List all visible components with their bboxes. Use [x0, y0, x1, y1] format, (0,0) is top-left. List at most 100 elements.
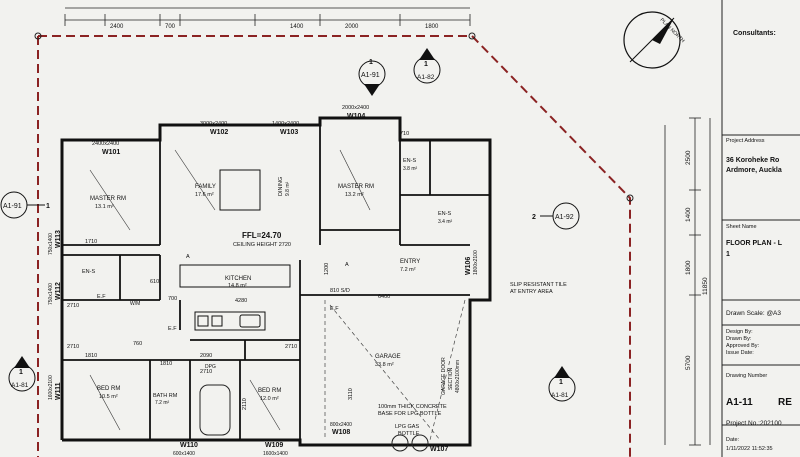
dim-610: 610: [150, 279, 159, 285]
window-w105-size: 710: [400, 131, 409, 137]
window-w111-size: 1600x2100: [48, 375, 54, 400]
window-w102-size: 3000x2400: [200, 121, 227, 127]
window-w106: W106: [465, 257, 472, 275]
section-marker-a192: 2 A1-92: [532, 202, 580, 230]
approved-by: Approved By:: [726, 343, 760, 349]
issue-date: Issue Date:: [726, 350, 754, 356]
sheet-name-line1: FLOOR PLAN - L: [726, 240, 782, 247]
svg-text:1: 1: [424, 61, 428, 68]
project-address-label: Project Address: [726, 138, 765, 144]
window-w104-size: 2000x2400: [342, 105, 369, 111]
boundary-peg-2: [468, 32, 476, 40]
garage-door-note-2: SECTION: [448, 367, 454, 390]
top-dim-1: 2400: [110, 24, 124, 30]
window-w108-size: 800x2400: [330, 422, 352, 428]
title-block-frame: [721, 0, 800, 457]
section-marker-a181-left: 1 A1-81: [8, 356, 36, 392]
room-kitchen-name: KITCHEN: [225, 276, 251, 282]
window-w101-size: 2400x2400: [92, 141, 119, 147]
drawn-scale: Drawn Scale: @A3: [726, 310, 782, 317]
window-w109: W109: [265, 442, 283, 449]
right-dim-4: 5700: [685, 355, 692, 370]
dim-2710-a: 2710: [67, 303, 79, 309]
dim-1200: 1200: [324, 263, 330, 275]
room-ens1-area: 3.8 m²: [403, 166, 418, 172]
svg-text:A1-81: A1-81: [551, 392, 569, 399]
svg-text:A1-92: A1-92: [555, 214, 574, 221]
right-total-dim: 11850: [702, 277, 709, 295]
concrete-note-2: BASE FOR LPG BOTTLE: [378, 411, 442, 417]
dim-1810-a: 1810: [85, 353, 97, 359]
window-labels: 2400x2400 W101 3000x2400 W102 1400x2400 …: [48, 105, 479, 457]
room-bath-name: BATH RM: [153, 393, 178, 399]
garage-lines: [324, 299, 466, 441]
drawing-number-label: Drawing Number: [726, 373, 768, 379]
svg-text:A1-91: A1-91: [361, 72, 380, 79]
project-address-line2: Ardmore, Auckla: [726, 167, 782, 174]
date-label: Date:: [726, 437, 740, 443]
window-w112: W112: [55, 282, 62, 300]
right-dim-2: 1400: [685, 207, 692, 222]
svg-text:1: 1: [19, 369, 23, 376]
dim-3110: 3110: [348, 388, 354, 400]
window-w107: W107: [430, 446, 448, 453]
top-dim-5: 1800: [425, 24, 439, 30]
boundary-peg-1: [34, 32, 42, 40]
a-label-2: A: [345, 262, 349, 268]
svg-text:1: 1: [46, 203, 50, 210]
lpg-note-2: BOTTLE: [398, 431, 420, 437]
window-w103: W103: [280, 129, 298, 136]
room-garage-area: 33.8 m²: [375, 362, 394, 368]
drawing-number: A1-11: [726, 397, 753, 408]
window-w108: W108: [332, 429, 350, 436]
svg-text:2: 2: [532, 214, 536, 221]
lpg-bottle-1: [391, 434, 409, 452]
room-bed2-area: 12.0 m²: [260, 396, 279, 402]
window-w112-size: 750x1400: [48, 283, 54, 305]
svg-text:A1-91: A1-91: [3, 203, 22, 210]
north-arrow-icon: PLAN NORTH: [623, 11, 686, 69]
revision-label: RE: [778, 397, 792, 408]
date-value: 1/11/2022 11:52:35: [726, 446, 773, 452]
property-boundary: [37, 35, 631, 457]
section-marker-a182: 1 A1-82: [413, 48, 441, 84]
dim-760: 760: [133, 341, 142, 347]
ceiling-height-label: CEILING HEIGHT 2720: [233, 242, 291, 248]
room-bed1-area: 10.5 m²: [99, 394, 118, 400]
drawn-by: Drawn By:: [726, 336, 752, 342]
ffl-label: FFL=24.70: [242, 231, 282, 240]
garage-door-note-1: GARAGE DOOR: [441, 357, 447, 395]
window-w103-size: 1400x2400: [272, 121, 299, 127]
slip-note-1: SLIP RESISTANT TILE: [510, 282, 567, 288]
boundary-peg-3: [626, 194, 634, 202]
room-garage-name: GARAGE: [375, 354, 401, 360]
kitchen-counters: [179, 169, 291, 331]
room-ens2-area: 3.4 m²: [438, 219, 453, 225]
room-master1-area: 13.1 m²: [95, 204, 114, 210]
room-master2-area: 13.2 m²: [345, 192, 364, 198]
section-marker-a191-top: 1 A1-91: [358, 59, 386, 96]
bath-tub: [199, 384, 231, 436]
dim-2090: 2090: [200, 353, 212, 359]
dim-2710-c: 2710: [200, 369, 212, 375]
room-family-area: 17.6 m²: [195, 192, 214, 198]
window-w106-size: 1800x2100: [473, 250, 479, 275]
project-address-line1: 36 Koroheke Ro: [726, 157, 780, 164]
ef-label-3: E.F: [168, 326, 177, 332]
design-by: Design By:: [726, 329, 753, 335]
dim-700: 700: [168, 296, 177, 302]
misc-labels: SLIP RESISTANT TILE AT ENTRY AREA 100mm …: [67, 239, 567, 437]
svg-text:1: 1: [559, 379, 563, 386]
sheet-name-line2: 1: [726, 251, 730, 258]
window-w110-size: 600x1400: [173, 451, 195, 457]
room-kitchen-area: 14.8 m²: [228, 283, 247, 289]
interior-walls: [62, 125, 490, 440]
room-ens3-name: EN-S: [82, 269, 95, 275]
window-w113-size: 750x1400: [48, 233, 54, 255]
right-dimension-line: [664, 117, 711, 446]
lpg-note-1: LPG GAS: [395, 424, 419, 430]
room-bath-area: 7.2 m²: [155, 400, 170, 406]
window-w102: W102: [210, 129, 228, 136]
dim-2710-b: 2710: [285, 344, 297, 350]
